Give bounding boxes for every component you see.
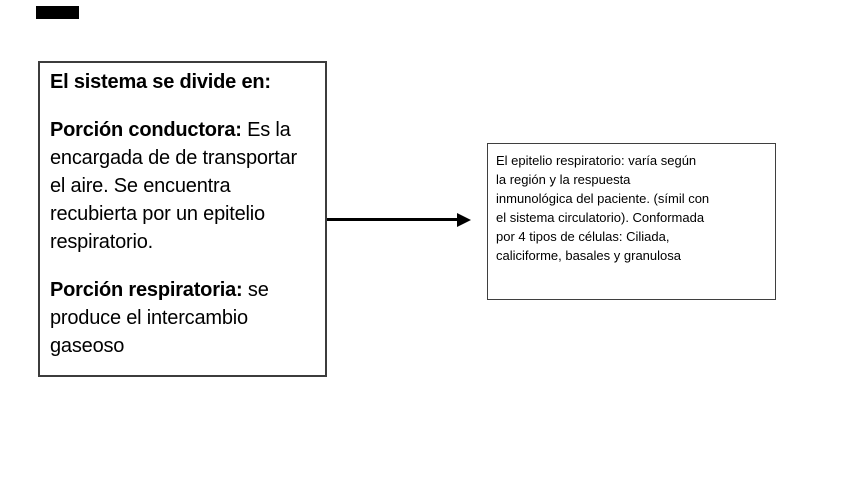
conductora-label: Porción conductora: bbox=[50, 119, 242, 141]
left-text-box: El sistema se divide en: Porción conduct… bbox=[38, 61, 327, 377]
black-rectangle-shape bbox=[36, 6, 79, 19]
conductora-paragraph: Porción conductora: Es la encargada de d… bbox=[50, 116, 319, 256]
arrow-head bbox=[457, 213, 471, 227]
right-text-box: El epitelio respiratorio: varía según la… bbox=[487, 143, 776, 300]
respiratoria-text: se produce el intercambio gaseoso bbox=[50, 279, 269, 357]
left-box-heading: El sistema se divide en: bbox=[50, 71, 271, 93]
respiratoria-paragraph: Porción respiratoria: se produce el inte… bbox=[50, 276, 319, 360]
arrow-line bbox=[327, 218, 458, 221]
conductora-text: Es la encargada de de transportar el air… bbox=[50, 119, 297, 253]
right-box-text: El epitelio respiratorio: varía según la… bbox=[496, 153, 710, 263]
respiratoria-label: Porción respiratoria: bbox=[50, 279, 243, 301]
